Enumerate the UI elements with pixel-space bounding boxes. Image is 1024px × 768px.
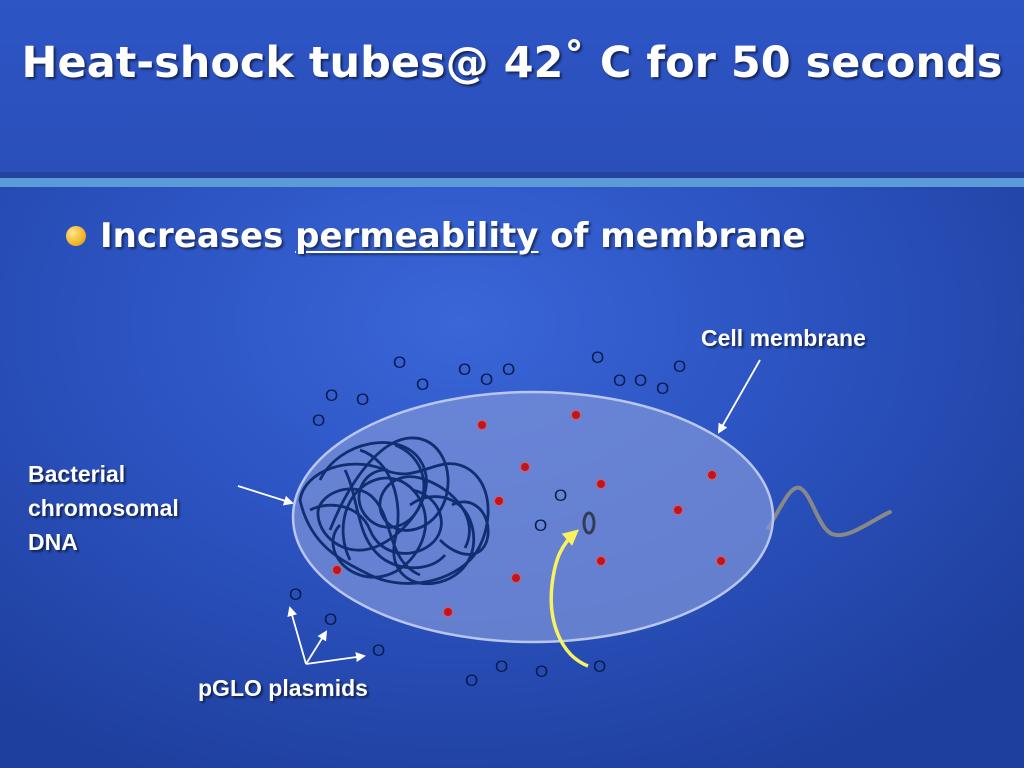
plasmid: O (495, 657, 508, 676)
red-dot (477, 420, 487, 430)
plasmid: O (393, 353, 406, 372)
entry-arrow (549, 529, 589, 668)
red-dot (571, 410, 581, 420)
plasmid: O (458, 360, 471, 379)
plasmid-pointer-arrow (287, 606, 307, 665)
chromosomal-dna (298, 436, 490, 585)
red-dot (332, 565, 342, 575)
plasmid: O (289, 585, 302, 604)
plasmid: O (534, 516, 547, 535)
plasmid: O (591, 348, 604, 367)
red-dots (332, 410, 726, 617)
plasmid: O (656, 379, 669, 398)
plasmid: O (673, 357, 686, 376)
dna-pointer-arrow (237, 485, 294, 506)
plasmid: O (502, 360, 515, 379)
red-dot (596, 556, 606, 566)
plasmid: O (324, 610, 337, 629)
bullet-text-before: Increases (100, 216, 296, 256)
plasmids: O O O O O O O O O O O O O O O O O O O O … (289, 348, 686, 690)
bullet-text-after: of membrane (538, 216, 806, 256)
red-dot (707, 470, 717, 480)
red-dot (511, 573, 521, 583)
flagellum (766, 485, 892, 538)
plasmid: O (634, 371, 647, 390)
bullet-icon (66, 226, 86, 246)
cell-body (291, 390, 775, 644)
dna-label-line: Bacterial (28, 461, 126, 487)
membrane-pointer-arrow (718, 359, 761, 434)
plasmid: O (593, 657, 606, 676)
red-dot (673, 505, 683, 515)
plasmid: O (535, 662, 548, 681)
plasmid: O (613, 371, 626, 390)
plasmid: O (356, 390, 369, 409)
plasmid: O (312, 411, 325, 430)
chromosomal-dna-label: Bacterial chromosomal DNA (28, 457, 179, 559)
title-rule-light (0, 178, 1024, 187)
bullet-underlined-word: permeability (295, 216, 539, 256)
red-dot (443, 607, 453, 617)
red-dot (716, 556, 726, 566)
bullet-item: Increases permeability of membrane (66, 210, 806, 262)
dna-label-line: DNA (28, 529, 78, 555)
title-rule-dark (0, 172, 1024, 178)
slide-title: Heat-shock tubes@ 42˚ C for 50 seconds (21, 38, 1003, 88)
plasmid: O (416, 375, 429, 394)
entering-plasmid (582, 511, 596, 535)
plasmid: O (372, 641, 385, 660)
plasmid: O (465, 671, 478, 690)
plasmid: O (480, 370, 493, 389)
plasmid: O (325, 386, 338, 405)
plasmid: O (554, 486, 567, 505)
plasmid-pointer-arrow (305, 630, 328, 665)
pglo-plasmids-label: pGLO plasmids (198, 675, 368, 701)
plasmid-pointer-arrow (305, 652, 366, 665)
dna-label-line: chromosomal (28, 495, 179, 521)
cell-membrane-label: Cell membrane (701, 325, 866, 351)
title-band (0, 0, 1024, 172)
red-dot (596, 479, 606, 489)
red-dot (520, 462, 530, 472)
red-dot (494, 496, 504, 506)
